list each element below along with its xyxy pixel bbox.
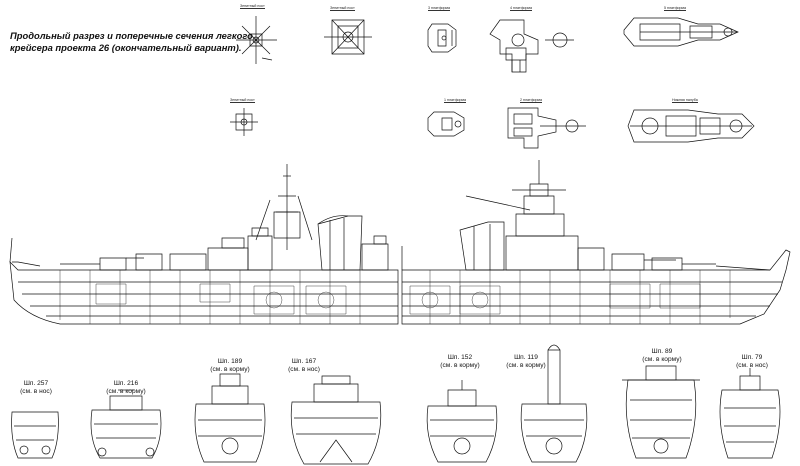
section-note: (см. в корму) [440, 362, 480, 369]
view-label-8: 2 платформа [520, 98, 543, 103]
section-note: (см. в корму) [106, 388, 146, 395]
section-drawing-6 [521, 345, 587, 462]
view-label-5: 5 платформа [664, 6, 687, 11]
view-label-1: Зенитный пост [240, 4, 265, 9]
section-label-5: Шп. 152 (см. в корму) [440, 354, 479, 370]
section-label-2: Шп. 216 (см. в корму) [106, 380, 145, 396]
section-note: (см. в корму) [642, 356, 682, 363]
section-drawing-7 [622, 366, 700, 458]
section-name: Шп. 189 [217, 358, 243, 365]
section-name: Шп. 79 [741, 354, 763, 361]
section-label-7: Шп. 89 (см. в корму) [642, 348, 681, 364]
section-note: (см. в нос) [288, 366, 320, 373]
view-label-7: 1 платформа [444, 98, 467, 103]
section-drawing-5 [427, 380, 497, 462]
section-drawing-1 [12, 412, 59, 458]
section-drawing-8 [720, 368, 780, 458]
section-label-8: Шп. 79 (см. в нос) [736, 354, 768, 370]
drawing-title: Продольный разрез и поперечные сечения л… [10, 30, 253, 54]
view-director-2 [324, 20, 372, 54]
view-label-3: 3 платформа [428, 6, 451, 11]
section-drawing-2 [91, 390, 161, 458]
title-line-1: Продольный разрез и поперечные сечения л… [10, 30, 253, 41]
view-label-4: 4 платформа [510, 6, 533, 11]
view-platform-5 [624, 18, 738, 46]
view-lower-deck [628, 110, 754, 142]
section-name: Шп. 152 [447, 354, 473, 361]
section-label-4: Шп. 167 (см. в нос) [288, 358, 320, 374]
view-platform-3 [428, 24, 456, 52]
view-director-1 [236, 16, 277, 64]
view-platform-2 [508, 108, 586, 148]
section-note: (см. в корму) [210, 366, 250, 373]
section-name: Шп. 119 [514, 354, 538, 361]
section-label-3: Шп. 189 (см. в корму) [210, 358, 249, 374]
view-director-3 [230, 108, 258, 136]
title-line-2: крейсера проекта 26 (окончательный вариа… [10, 42, 242, 53]
section-label-1: Шп. 257 (см. в нос) [20, 380, 52, 396]
section-name: Шп. 216 [113, 380, 139, 387]
section-note: (см. в нос) [736, 362, 768, 369]
section-drawing-3 [195, 374, 265, 462]
view-label-6: Зенитный пост [230, 98, 255, 103]
section-name: Шп. 89 [651, 348, 673, 355]
section-note: (см. в корму) [506, 362, 546, 369]
view-label-2: Зенитный пост [330, 6, 355, 11]
section-name: Шп. 167 [291, 358, 317, 365]
section-note: (см. в нос) [20, 388, 52, 395]
section-label-6: Шп. 119 (см. в корму) [506, 354, 545, 370]
profile-fore-half [402, 160, 790, 324]
section-drawing-4 [291, 376, 381, 464]
profile-aft-half [10, 164, 398, 324]
view-platform-4 [490, 20, 574, 72]
section-name: Шп. 257 [23, 380, 49, 387]
view-platform-1 [428, 112, 464, 136]
view-label-9: Нижняя палуба [672, 98, 698, 103]
